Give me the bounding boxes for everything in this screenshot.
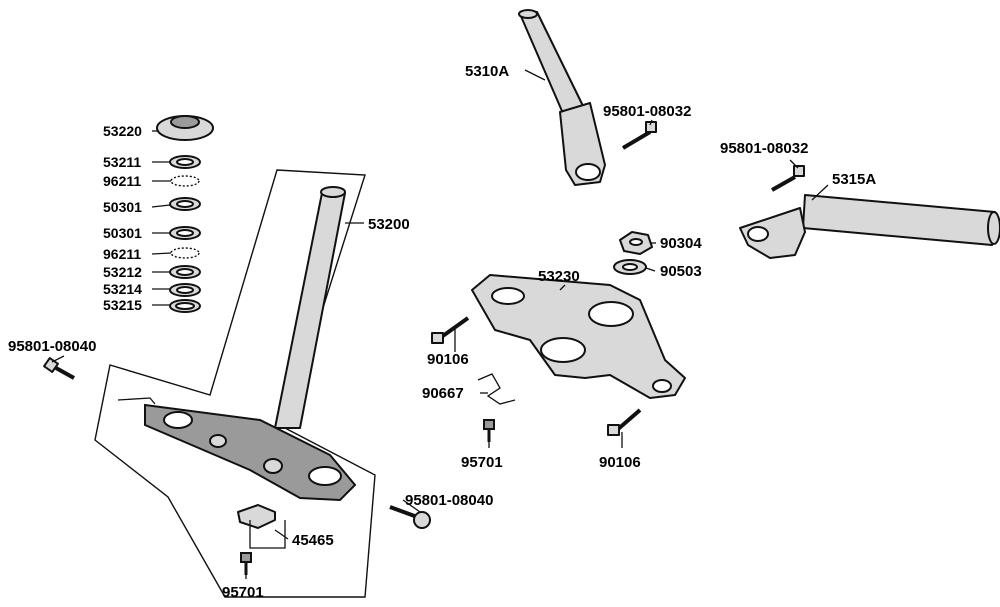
label-53220: 53220 xyxy=(103,123,142,139)
steering-stem-53200 xyxy=(117,186,357,502)
label-95801-08032-b: 95801-08032 xyxy=(720,140,808,157)
label-53215: 53215 xyxy=(103,297,142,313)
top-bridge-53230 xyxy=(471,274,686,399)
bolt-95801-08040-left xyxy=(43,357,75,380)
bolt-90106-b xyxy=(607,408,642,436)
label-95701-middle: 95701 xyxy=(461,454,503,471)
label-45465: 45465 xyxy=(292,532,334,549)
head-bearing-stack xyxy=(156,115,214,313)
leader-lines xyxy=(51,69,829,579)
label-53200: 53200 xyxy=(368,216,410,233)
label-90106-a: 90106 xyxy=(427,351,469,368)
label-90667: 90667 xyxy=(422,385,464,402)
label-95801-08032-a: 95801-08032 xyxy=(603,103,691,120)
label-5315A: 5315A xyxy=(832,171,876,188)
label-50301-b: 50301 xyxy=(103,225,142,241)
handlebar-5310A xyxy=(518,9,606,186)
bolt-95801-08032-a xyxy=(621,121,657,150)
label-90106-b: 90106 xyxy=(599,454,641,471)
balls-96211a xyxy=(170,175,200,187)
handlebar-5315A xyxy=(739,194,1000,259)
label-95801-08040-left: 95801-08040 xyxy=(8,338,96,355)
balls-96211b xyxy=(170,247,200,259)
label-53211: 53211 xyxy=(103,154,141,170)
bolt-95801-08032-b xyxy=(771,165,805,192)
label-95801-08040-right: 95801-08040 xyxy=(405,492,493,509)
label-95701-bottom: 95701 xyxy=(222,584,264,601)
label-53230: 53230 xyxy=(538,268,580,285)
label-53212: 53212 xyxy=(103,264,142,280)
clamp-45465 xyxy=(237,504,286,549)
label-5310A: 5310A xyxy=(465,63,509,80)
label-90304: 90304 xyxy=(660,235,702,252)
label-50301-a: 50301 xyxy=(103,199,142,215)
bolt-90106-a xyxy=(431,316,470,344)
label-96211-b: 96211 xyxy=(103,246,141,262)
nut-90304 xyxy=(619,231,653,255)
washer-90503 xyxy=(613,259,647,275)
label-96211-a: 96211 xyxy=(103,173,141,189)
screw-95701-middle xyxy=(483,419,495,442)
screw-95701-bottom xyxy=(240,552,252,575)
spring-clip-90667 xyxy=(477,373,516,405)
bolt-95801-08040-right xyxy=(389,505,431,529)
label-53214: 53214 xyxy=(103,281,142,297)
label-90503: 90503 xyxy=(660,263,702,280)
